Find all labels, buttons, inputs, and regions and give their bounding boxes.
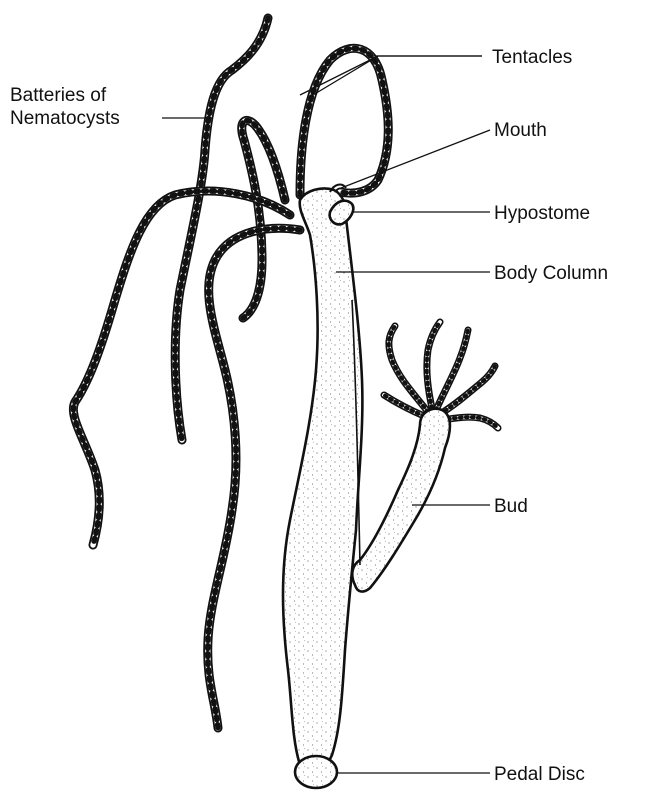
label-bud: Bud	[494, 496, 528, 517]
leader-mouth	[336, 130, 490, 190]
body-column	[283, 188, 362, 768]
leader-tentacles-a	[308, 56, 482, 98]
pedal-disc	[295, 756, 337, 788]
label-batteries-line2: Nematocysts	[10, 108, 120, 129]
label-hypostome: Hypostome	[494, 203, 590, 224]
leader-tentacles-b	[300, 56, 378, 95]
label-mouth: Mouth	[494, 120, 547, 141]
bud-group	[352, 322, 498, 592]
tentacle-right-arch	[300, 48, 388, 195]
label-pedal-disc: Pedal Disc	[494, 764, 585, 785]
bud-body	[352, 409, 450, 592]
label-body-column: Body Column	[494, 263, 608, 284]
label-batteries-line1: Batteries of	[10, 85, 107, 106]
tentacle-hook	[242, 120, 285, 318]
label-tentacles: Tentacles	[492, 47, 572, 68]
